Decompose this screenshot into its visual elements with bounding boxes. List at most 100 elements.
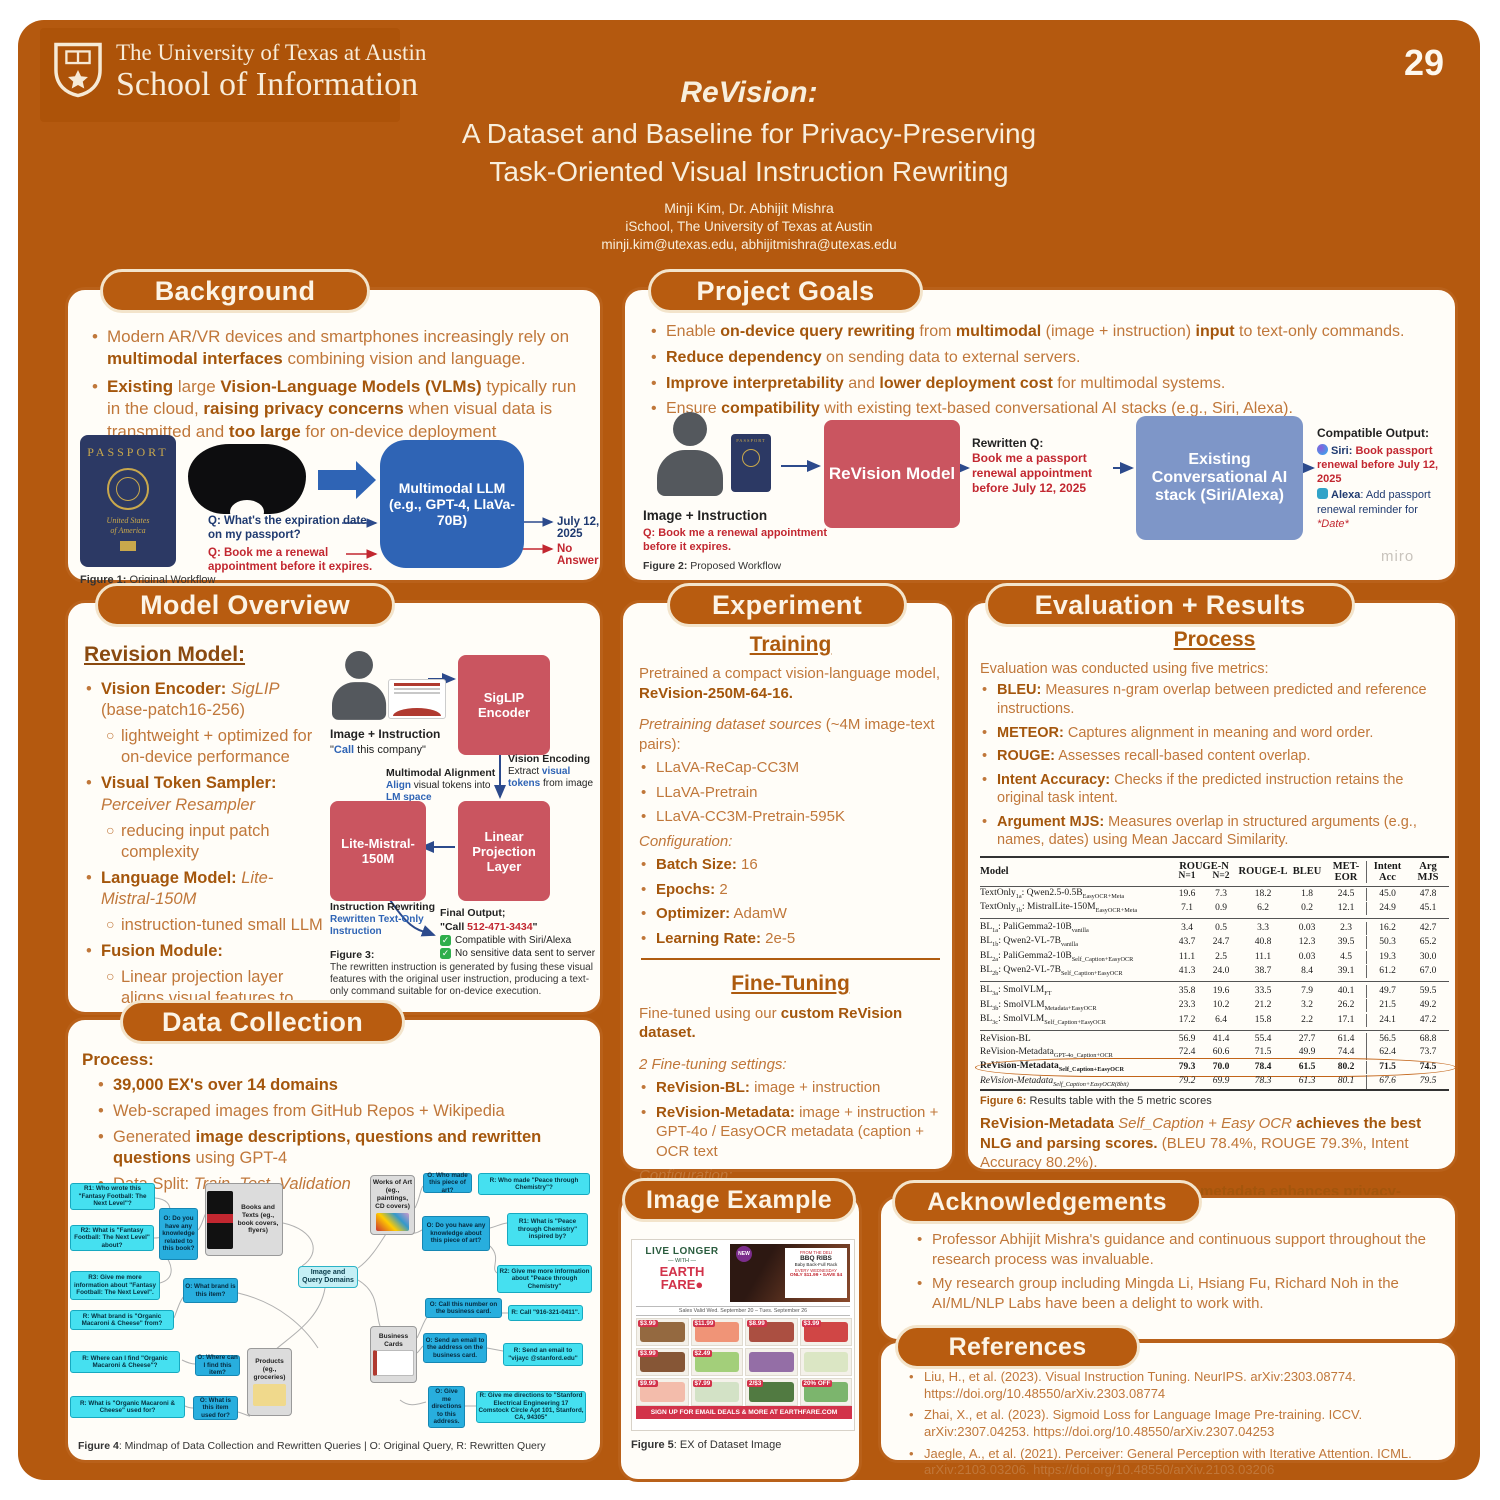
section-title-image-example: Image Example: [622, 1178, 856, 1222]
grocery-image: [253, 1383, 286, 1406]
product-image: [803, 1382, 848, 1402]
passport-sub2: of America: [110, 525, 146, 535]
vr-headset-image: [188, 444, 306, 514]
config-item: Learning Rate: 2e-5: [639, 929, 942, 949]
mindmap-node: R: Where can I find "Organic Macaroni & …: [70, 1351, 180, 1373]
passport-emblem-icon: [107, 468, 149, 510]
flyer-product-grid: $3.99 $11.99 $8.99 $3.99 $3.99: [636, 1318, 852, 1406]
poster-title-line3: Task-Oriented Visual Instruction Rewriti…: [489, 156, 1009, 187]
lite-mistral-box: Lite-Mistral-150M: [330, 801, 426, 901]
product-image: [694, 1382, 739, 1402]
metric-item: BLEU: Measures n-gram overlap between pr…: [980, 681, 1449, 718]
bullet: Generated image descriptions, questions …: [96, 1127, 590, 1169]
bullet: Enable on-device query rewriting from mu…: [649, 322, 1439, 343]
mindmap-node: R: Give me directions to "Stanford Elect…: [476, 1391, 586, 1423]
metric-item: Intent Accuracy: Checks if the predicted…: [980, 771, 1449, 808]
poster-title-name: ReVision:: [680, 76, 818, 109]
flyer-product-cell: $3.99: [636, 1318, 689, 1346]
training-heading: Training: [749, 633, 832, 656]
metric-list: BLEU: Measures n-gram overlap between pr…: [980, 681, 1449, 849]
mindmap-node: O: Give me directions to this address.: [428, 1386, 465, 1428]
call-instruction: "Call this company": [330, 744, 426, 756]
dataset-image-flyer: LIVE LONGER — WITH — EARTH FARE● NEW FRO…: [631, 1239, 855, 1431]
price-badge: $7.99: [692, 1380, 713, 1387]
figure5-caption: Figure 5: EX of Dataset Image: [631, 1439, 782, 1451]
pretraining-sources: LLaVA-ReCap-CC3MLLaVA-PretrainLLaVA-CC3M…: [639, 758, 942, 827]
user-icon: [332, 651, 387, 720]
mindmap-node: O: Call this number on the business card…: [425, 1298, 502, 1318]
compatible-output-label: Compatible Output:: [1317, 426, 1429, 440]
instruction-rewriting-text: Rewritten Text-Only Instruction: [330, 913, 424, 937]
mindmap-node: R1: Who wrote this "Fantasy Football: Th…: [70, 1183, 155, 1210]
reference-list: Liu, H., et al. (2023). Visual Instructi…: [907, 1369, 1437, 1484]
flyer-product-cell: $3.99: [799, 1318, 852, 1346]
ai-stack-box: Existing Conversational AI stack (Siri/A…: [1136, 416, 1303, 540]
multimodal-alignment-text: Align visual tokens into LM space: [386, 779, 491, 803]
flyer-product-cell: $11.99: [690, 1318, 743, 1346]
image-instruction-label: Image + Instruction: [330, 727, 441, 741]
instruction-rewriting-label: Instruction Rewriting: [330, 901, 435, 913]
mindmap-node: O: Do you have any knowledge about this …: [422, 1216, 490, 1251]
product-image: [640, 1322, 685, 1342]
mindmap-category-books: Books and Texts (eg., book covers, flyer…: [205, 1183, 283, 1256]
section-title-data-collection: Data Collection: [120, 1000, 405, 1044]
panel-image-example: LIVE LONGER — WITH — EARTH FARE● NEW FRO…: [618, 1192, 862, 1482]
question1: Q: What's the expiration date on my pass…: [208, 515, 367, 542]
finetuning-intro: Fine-tuned using our custom ReVision dat…: [639, 1004, 903, 1042]
ut-logo: The University of Texas at Austin School…: [52, 40, 426, 104]
pretraining-sources-label: Pretraining dataset sources (~4M image-t…: [639, 716, 935, 753]
figure3-caption-label: Figure 3:: [330, 949, 375, 961]
product-image: [694, 1322, 739, 1342]
question2: Q: Book me a renewal appointment before …: [208, 547, 373, 574]
section-title-background: Background: [100, 269, 370, 313]
passport-title: PASSPORT: [87, 445, 169, 459]
passport-sub1: United States: [106, 516, 150, 525]
bullet: Existing large Vision-Language Models (V…: [90, 376, 586, 443]
poster-number: 29: [1403, 42, 1444, 83]
background-bullets: Modern AR/VR devices and smartphones inc…: [90, 326, 586, 448]
source-item: LLaVA-CC3M-Pretrain-595K: [639, 807, 942, 827]
flyer-product-cell: $7.99: [690, 1378, 743, 1406]
multimodal-llm-box: Multimodal LLM (e.g., GPT-4, LlaVa-70B): [380, 440, 524, 568]
mindmap-node: O: What is this item used for?: [193, 1396, 238, 1420]
table-row: ReVision-MetadataSelf_Caption+EasyOCR(8b…: [980, 1075, 1437, 1089]
section-title-experiment: Experiment: [667, 583, 907, 627]
table-row: TextOnly1a: Qwen2.5-0.5BEasyOCR+Meta 19.…: [980, 887, 1437, 901]
rewritten-q-text: Book me a passport renewal appointment b…: [972, 451, 1093, 495]
metric-item: Argument MJS: Measures overlap in struct…: [980, 813, 1449, 850]
process-heading: Process: [1173, 628, 1256, 651]
check-list: ✓Compatible with Siri/Alexa✓No sensitive…: [440, 934, 598, 960]
table-row: ReVision-MetadataSelf_Caption+EasyOCR 79…: [975, 1058, 1456, 1077]
figure4-caption: Figure 4: Mindmap of Data Collection and…: [78, 1440, 546, 1452]
flyer-dates: Sales Valid Wed. September 20 – Tues. Se…: [636, 1306, 850, 1316]
figure1-original-workflow: PASSPORT United States of America Q: Wha…: [80, 430, 600, 586]
mindmap-node: O: What brand is this item?: [183, 1278, 238, 1303]
mindmap-node: R: Who made "Peace through Chemistry"?: [478, 1173, 590, 1195]
passport-image: PASSPORT United States of America: [80, 435, 176, 567]
alexa-icon: [1317, 488, 1328, 500]
finetuning-settings-label: 2 Fine-tuning settings:: [639, 1055, 787, 1073]
setting-item: ReVision-Metadata: image + instruction +…: [639, 1103, 942, 1162]
training-intro: Pretrained a compact vision-language mod…: [639, 665, 941, 702]
panel-evaluation: Process Evaluation was conducted using f…: [965, 600, 1458, 1219]
mindmap-node: O: Who made this piece of art?: [423, 1172, 472, 1194]
poster-background: The University of Texas at Austin School…: [18, 20, 1480, 1482]
bullet: Modern AR/VR devices and smartphones inc…: [90, 326, 586, 371]
final-output-label: Final Output;: [440, 907, 506, 919]
vision-encoding-label: Vision Encoding: [508, 753, 591, 765]
flyer-logo-line3: EARTH: [659, 1264, 705, 1279]
model-overview-list: Vision Encoder: SigLIP (base-patch16-256…: [84, 679, 326, 1031]
acknowledgement-list: Professor Abhijit Mishra's guidance and …: [915, 1230, 1435, 1318]
source-item: LLaVA-ReCap-CC3M: [639, 758, 942, 778]
table-row: TextOnly1b: MistralLite-150MEasyOCR+Meta…: [980, 902, 1437, 916]
flyer-logo-line4: FARE●: [660, 1277, 704, 1292]
check-item: ✓No sensitive data sent to server: [440, 948, 596, 960]
panel-experiment: Training Pretrained a compact vision-lan…: [620, 600, 955, 1282]
final-output-text: "Call 512-471-3434": [440, 920, 538, 933]
figure6-caption: Figure 6: Results table with the 5 metri…: [980, 1095, 1212, 1108]
flyer-product-cell: $8.99: [745, 1318, 798, 1346]
flyer-product-cell: [799, 1348, 852, 1376]
price-badge: 20% OFF: [801, 1380, 833, 1387]
model-item: Language Model: Lite-Mistral-150M: [84, 868, 326, 910]
